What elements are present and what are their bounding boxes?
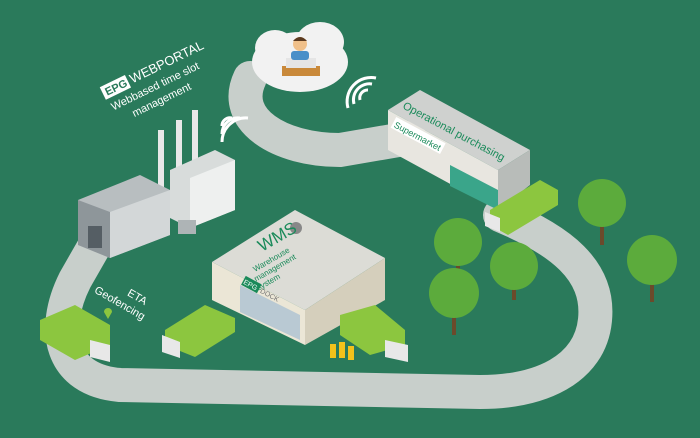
truck <box>40 305 110 362</box>
wifi-icon <box>220 116 249 143</box>
trees <box>429 179 677 335</box>
truck <box>340 305 408 362</box>
location-pin-icon <box>104 308 112 319</box>
workers-icon <box>330 342 354 360</box>
wifi-icon <box>345 76 377 109</box>
epg-logo <box>99 74 132 100</box>
truck <box>485 180 558 235</box>
wms-warehouse: WMS Warehouse management system EPG DOCK <box>212 210 385 345</box>
webportal-label: EPG WEBPORTAL Webbased time slot managem… <box>99 37 206 120</box>
factory <box>78 110 235 258</box>
geofencing-label: ETA Geofencing <box>92 284 149 323</box>
cloud-user-icon <box>252 22 348 92</box>
supermarket: Operational purchasing Supermarket <box>388 90 530 210</box>
truck <box>162 305 235 358</box>
